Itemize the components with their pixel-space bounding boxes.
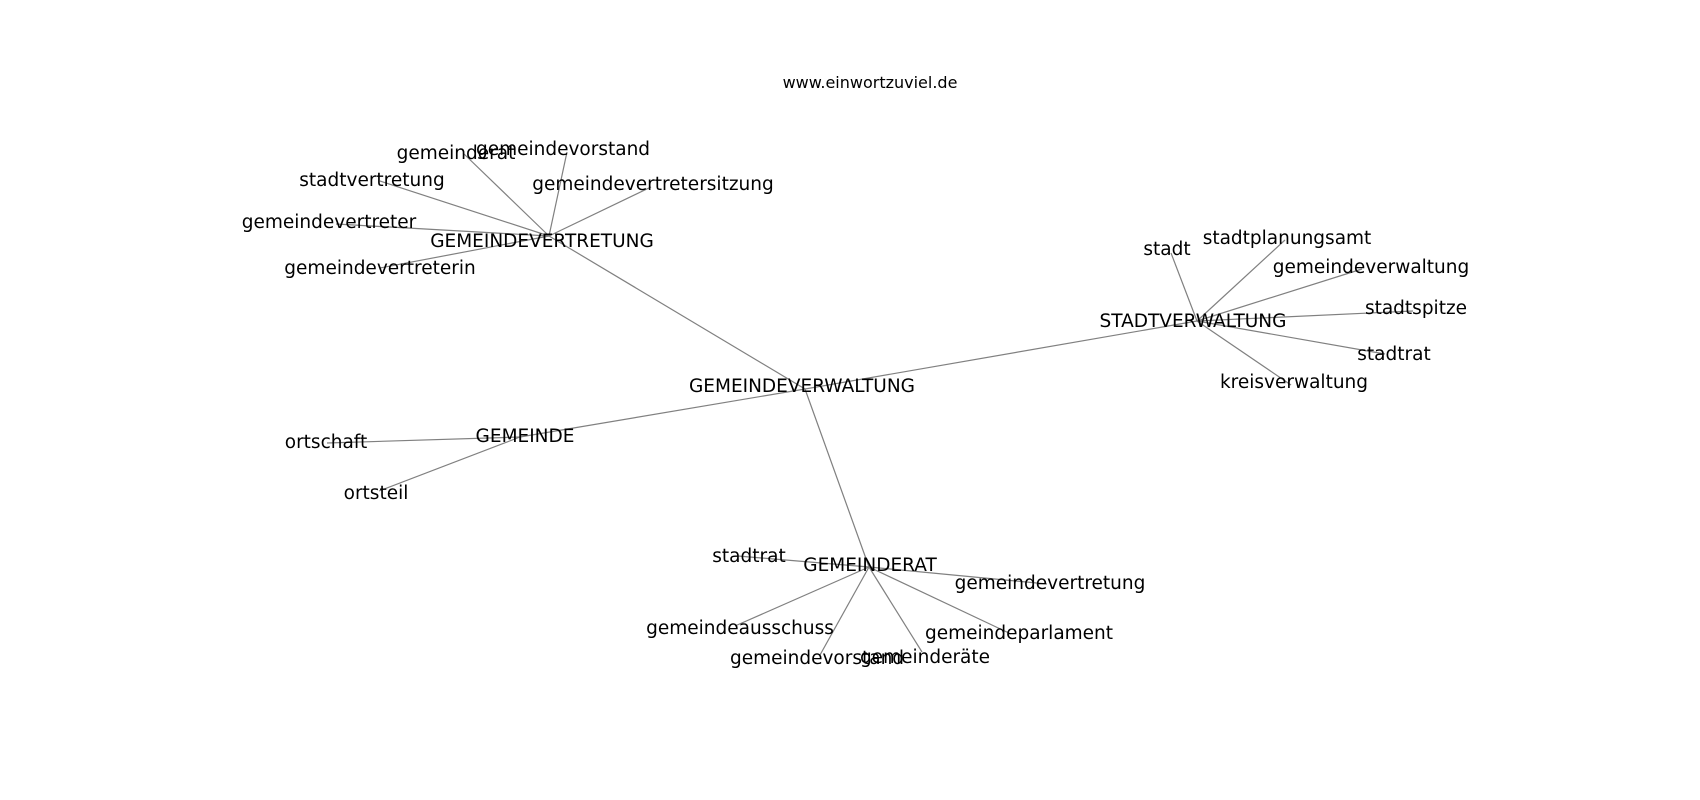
graph-edge [1196,268,1363,322]
graph-edge [1196,320,1386,355]
node-leaf: stadtvertretung [299,170,444,191]
label-layer: www.einwortzuviel.de GEMEINDEVERWALTUNG … [242,73,1470,669]
node-hub: GEMEINDERAT [803,555,937,576]
graph-edge [548,151,568,237]
graph-edge [1196,239,1286,322]
node-center: GEMEINDEVERWALTUNG [689,376,915,397]
node-leaf: gemeindevorstand [730,648,904,669]
node-leaf: gemeindeausschuss [646,618,834,639]
node-leaf: stadt [1143,239,1190,260]
node-leaf: ortschaft [285,432,368,453]
node-hub: GEMEINDEVERTRETUNG [430,231,654,252]
node-leaf: gemeinderäte [860,647,990,668]
graph-edge [1196,320,1292,386]
node-leaf: stadtrat [712,546,785,567]
node-leaf: gemeinderat [397,143,516,164]
node-leaf: stadtspitze [1365,298,1467,319]
graph-edge [819,566,870,656]
graph-edge [737,555,870,568]
graph-edge [1196,310,1414,322]
node-leaf: gemeindevertretung [955,573,1146,594]
graph-edge [548,235,806,390]
node-leaf: gemeindevertretersitzung [532,174,773,195]
node-leaf: gemeindevertreterin [284,258,475,279]
node-hub: STADTVERWALTUNG [1100,311,1287,332]
graph-edge [519,388,806,438]
graph-edge [548,186,652,237]
graph-edge [326,436,521,444]
graph-edge [462,152,550,237]
node-leaf: stadtplanungsamt [1203,228,1372,249]
graph-edge [868,566,923,653]
node-leaf: gemeindevorstand [476,139,650,160]
graph-edge [379,235,550,269]
graph-edge [868,566,1048,585]
node-leaf: gemeindeparlament [925,623,1113,644]
node-hub: GEMEINDE [476,426,575,447]
node-leaf: stadtrat [1357,344,1430,365]
graph-edge [379,180,550,237]
graph-edge [804,320,1198,390]
node-leaf: gemeindeverwaltung [1273,257,1470,278]
node-leaf: gemeindevertreter [242,212,417,233]
edge-layer [326,151,1414,656]
graph-edge [734,566,870,627]
graph-edge [378,436,521,492]
graph-edge [335,223,550,237]
node-leaf: ortsteil [344,483,409,504]
graph-edge [804,388,870,568]
site-url-header: www.einwortzuviel.de [783,73,958,92]
graph-edge [868,566,1012,635]
graph-edge [1170,252,1198,322]
node-leaf: kreisverwaltung [1220,372,1368,393]
